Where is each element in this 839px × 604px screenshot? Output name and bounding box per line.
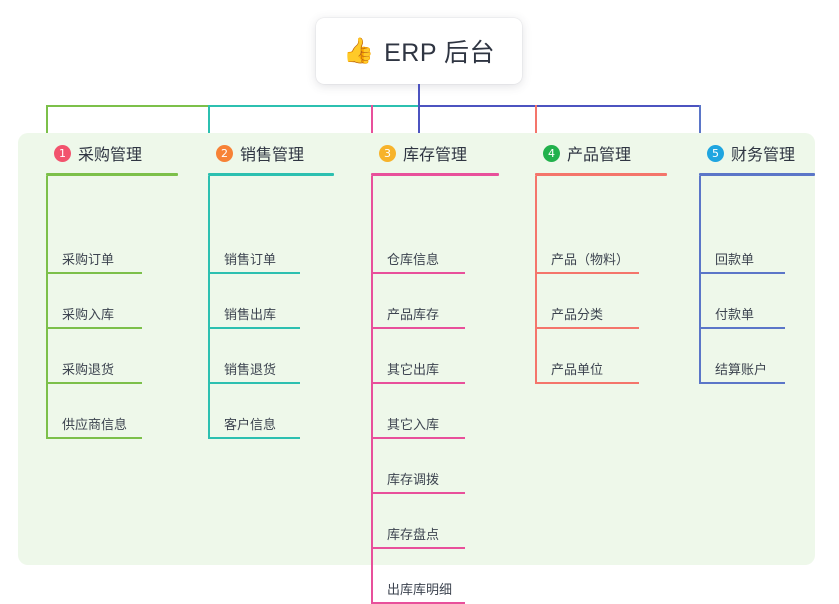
- leaf-label: 其它出库: [387, 362, 440, 377]
- leaf-item[interactable]: 仓库信息: [371, 234, 465, 274]
- leaf-item[interactable]: 产品分类: [535, 289, 639, 329]
- column-title-5: 财务管理: [731, 147, 796, 164]
- column-badge-2: 2: [216, 144, 233, 162]
- column-title-1: 采购管理: [78, 147, 143, 164]
- leaf-rule: [535, 327, 639, 329]
- column-header-1[interactable]: 1 采购管理: [32, 140, 142, 166]
- leaf-rule: [699, 272, 785, 274]
- leaf-item[interactable]: 回款单: [699, 234, 785, 274]
- leaf-label: 仓库信息: [387, 252, 440, 267]
- column-badge-5: 5: [707, 144, 724, 162]
- column-spine-3: [371, 176, 373, 604]
- leaf-label: 产品（物料）: [551, 252, 630, 267]
- leaf-rule: [699, 382, 785, 384]
- leaf-rule: [208, 327, 300, 329]
- leaf-rule: [46, 382, 142, 384]
- column-spine-5: [699, 176, 701, 384]
- column-spine-4: [535, 176, 537, 384]
- column-spine-2: [208, 176, 210, 439]
- leaf-label: 供应商信息: [62, 417, 128, 432]
- column-rule-4: [535, 173, 667, 176]
- leaf-rule: [46, 327, 142, 329]
- leaf-rule: [535, 382, 639, 384]
- column-rule-1: [46, 173, 178, 176]
- leaf-label: 产品库存: [387, 307, 440, 322]
- connector-segment-1: [46, 105, 210, 107]
- leaf-rule: [208, 437, 300, 439]
- leaf-label: 销售出库: [224, 307, 277, 322]
- column-title-2: 销售管理: [240, 147, 305, 164]
- leaf-item[interactable]: 采购入库: [46, 289, 142, 329]
- column-header-3[interactable]: 3 库存管理: [357, 140, 467, 166]
- column-title-4: 产品管理: [567, 147, 632, 164]
- leaf-item[interactable]: 产品（物料）: [535, 234, 639, 274]
- leaf-label: 采购订单: [62, 252, 115, 267]
- leaf-item[interactable]: 销售出库: [208, 289, 300, 329]
- leaf-rule: [535, 272, 639, 274]
- leaf-item[interactable]: 付款单: [699, 289, 785, 329]
- leaf-item[interactable]: 出库库明细: [371, 564, 465, 604]
- column-badge-1: 1: [54, 144, 71, 162]
- leaf-rule: [371, 382, 465, 384]
- column-spine-1: [46, 176, 48, 439]
- leaf-rule: [371, 547, 465, 549]
- leaf-item[interactable]: 销售订单: [208, 234, 300, 274]
- column-rule-5: [699, 173, 815, 176]
- leaf-item[interactable]: 其它出库: [371, 344, 465, 384]
- leaf-rule: [46, 272, 142, 274]
- leaf-rule: [46, 437, 142, 439]
- leaf-label: 付款单: [715, 307, 755, 322]
- column-1: 1 采购管理采购订单采购入库采购退货供应商信息: [32, 140, 178, 439]
- column-header-2[interactable]: 2 销售管理: [194, 140, 304, 166]
- leaf-rule: [208, 382, 300, 384]
- column-4: 4 产品管理产品（物料） 产品分类产品单位: [521, 140, 667, 384]
- leaf-item[interactable]: 采购退货: [46, 344, 142, 384]
- leaf-label: 采购入库: [62, 307, 115, 322]
- leaf-label: 采购退货: [62, 362, 115, 377]
- leaf-item[interactable]: 供应商信息: [46, 399, 142, 439]
- leaf-rule: [371, 327, 465, 329]
- root-stem: [418, 84, 420, 134]
- leaf-rule: [371, 492, 465, 494]
- leaf-label: 客户信息: [224, 417, 277, 432]
- leaf-item[interactable]: 销售退货: [208, 344, 300, 384]
- column-title-3: 库存管理: [403, 147, 468, 164]
- leaf-rule: [208, 272, 300, 274]
- leaf-item[interactable]: 采购订单: [46, 234, 142, 274]
- leaf-item[interactable]: 产品单位: [535, 344, 639, 384]
- leaf-label: 回款单: [715, 252, 755, 267]
- leaf-item[interactable]: 库存盘点: [371, 509, 465, 549]
- leaf-rule: [371, 437, 465, 439]
- leaf-rule: [371, 272, 465, 274]
- root-node[interactable]: 👍 ERP 后台: [316, 18, 522, 84]
- leaf-label: 库存调拨: [387, 472, 440, 487]
- connector-segment-2: [208, 105, 419, 107]
- root-title: ERP 后台: [384, 39, 496, 67]
- column-header-5[interactable]: 5 财务管理: [685, 140, 795, 166]
- column-badge-4: 4: [543, 144, 560, 162]
- leaf-item[interactable]: 结算账户: [699, 344, 785, 384]
- leaf-label: 结算账户: [715, 362, 768, 377]
- thumbs-up-icon: 👍: [342, 36, 375, 65]
- column-rule-3: [371, 173, 499, 176]
- leaf-label: 销售退货: [224, 362, 277, 377]
- leaf-item[interactable]: 其它入库: [371, 399, 465, 439]
- leaf-label: 其它入库: [387, 417, 440, 432]
- leaf-label: 库存盘点: [387, 527, 440, 542]
- column-5: 5 财务管理回款单付款单结算账户: [685, 140, 815, 384]
- leaf-rule: [699, 327, 785, 329]
- column-2: 2 销售管理销售订单销售出库销售退货客户信息: [194, 140, 334, 439]
- column-rule-2: [208, 173, 334, 176]
- connector-segment-3: [418, 105, 701, 107]
- leaf-item[interactable]: 产品库存: [371, 289, 465, 329]
- column-header-4[interactable]: 4 产品管理: [521, 140, 631, 166]
- leaf-item[interactable]: 库存调拨: [371, 454, 465, 494]
- leaf-item[interactable]: 客户信息: [208, 399, 300, 439]
- leaf-label: 销售订单: [224, 252, 277, 267]
- leaf-label: 产品分类: [551, 307, 604, 322]
- column-badge-3: 3: [379, 144, 396, 162]
- leaf-label: 出库库明细: [387, 582, 453, 597]
- leaf-label: 产品单位: [551, 362, 604, 377]
- column-3: 3 库存管理仓库信息产品库存其它出库其它入库库存调拨库存盘点出库库明细: [357, 140, 499, 604]
